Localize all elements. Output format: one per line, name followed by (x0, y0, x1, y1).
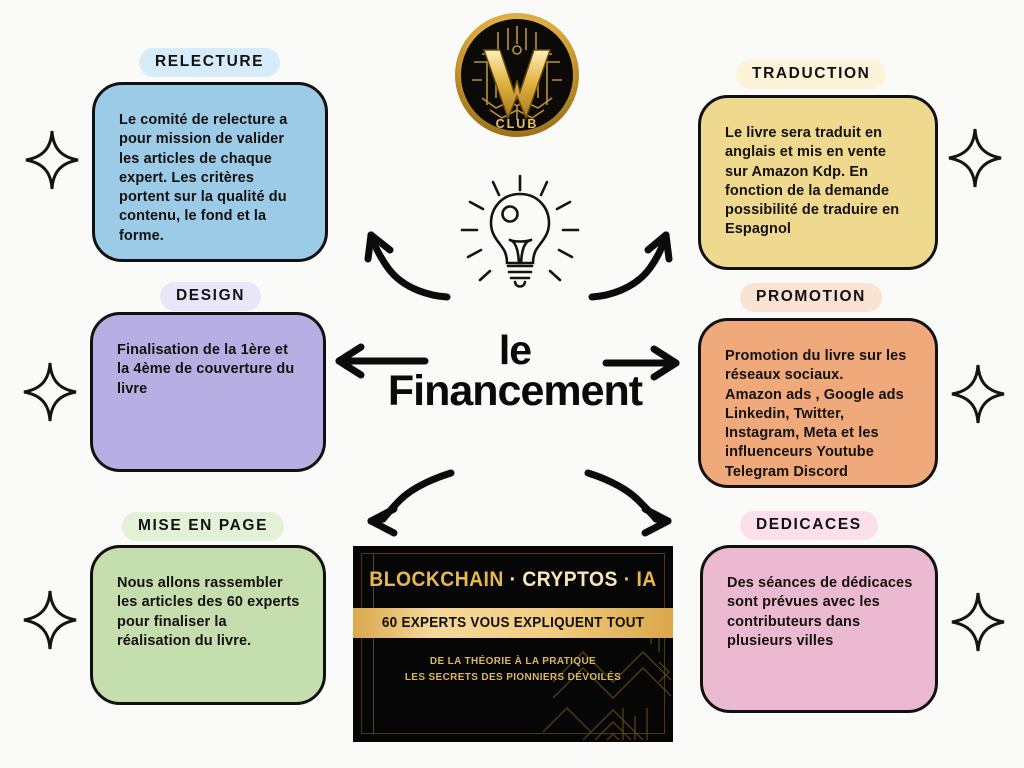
card-body-mise-en-page: Nous allons rassembler les articles des … (117, 575, 300, 649)
book-title: BLOCKCHAIN · CRYPTOS · IA (366, 568, 660, 592)
card-dedicaces: Des séances de dédicaces sont prévues av… (700, 545, 938, 713)
curved-arrow-up-right (588, 231, 673, 301)
idea-lightbulb-icon (452, 168, 588, 304)
card-body-design: Finalisation de la 1ère et la 4ème de co… (117, 342, 295, 397)
four-point-sparkle-icon (20, 588, 80, 652)
card-mise-en-page: Nous allons rassembler les articles des … (90, 545, 326, 705)
four-point-sparkle-icon (948, 362, 1008, 426)
card-label-traduction: TRADUCTION (736, 60, 887, 89)
book-band: 60 EXPERTS VOUS EXPLIQUENT TOUT (353, 608, 673, 638)
book-subtitle: DE LA THÉORIE À LA PRATIQUE LES SECRETS … (353, 654, 673, 686)
four-point-sparkle-icon (22, 128, 82, 192)
card-label-dedicaces: DEDICACES (740, 511, 878, 540)
card-label-relecture: RELECTURE (139, 48, 281, 77)
book-geometric-decoration (542, 621, 672, 741)
four-point-sparkle-icon (945, 126, 1005, 190)
book-band-text: 60 EXPERTS VOUS EXPLIQUENT TOUT (381, 615, 645, 631)
book-vertical-rule (373, 554, 374, 734)
book-subtitle-line-2: LES SECRETS DES PIONNIERS DÉVOILÉS (404, 670, 622, 683)
book-title-part-2: CRYPTOS (522, 568, 618, 591)
page-title: le Financement (345, 327, 685, 416)
card-label-mise-en-page: MISE EN PAGE (122, 512, 285, 541)
card-promotion: Promotion du livre sur les réseaux socia… (698, 318, 938, 488)
book-title-sep-1: · (509, 568, 517, 591)
card-design: Finalisation de la 1ère et la 4ème de co… (90, 312, 326, 472)
card-relecture: Le comité de relecture a pour mission de… (92, 82, 328, 262)
w-club-gold-coin-logo: CLUB (452, 10, 582, 140)
card-traduction: Le livre sera traduit en anglais et mis … (698, 95, 938, 270)
four-point-sparkle-icon (20, 360, 80, 424)
curved-arrow-up-left (364, 231, 451, 301)
title-line-2: Financement (387, 367, 643, 416)
four-point-sparkle-icon (948, 590, 1008, 654)
book-subtitle-line-1: DE LA THÉORIE À LA PRATIQUE (429, 655, 597, 667)
card-body-relecture: Le comité de relecture a pour mission de… (119, 112, 288, 244)
book-cover-image: BLOCKCHAIN · CRYPTOS · IA 60 EXPERTS VOU… (353, 546, 673, 742)
title-line-1: le (498, 327, 532, 373)
curved-arrow-down-right (584, 469, 672, 537)
card-body-promotion: Promotion du livre sur les réseaux socia… (725, 348, 907, 480)
card-label-promotion: PROMOTION (740, 283, 882, 312)
book-inner-frame (361, 553, 665, 734)
card-body-traduction: Le livre sera traduit en anglais et mis … (725, 125, 900, 238)
card-label-design: DESIGN (160, 282, 262, 311)
logo-club-text: CLUB (496, 117, 539, 131)
book-title-sep-2: · (623, 568, 631, 591)
book-title-part-3: IA (636, 568, 657, 591)
book-title-part-1: BLOCKCHAIN (369, 568, 504, 591)
card-body-dedicaces: Des séances de dédicaces sont prévues av… (727, 575, 913, 649)
curved-arrow-down-left (367, 469, 455, 537)
